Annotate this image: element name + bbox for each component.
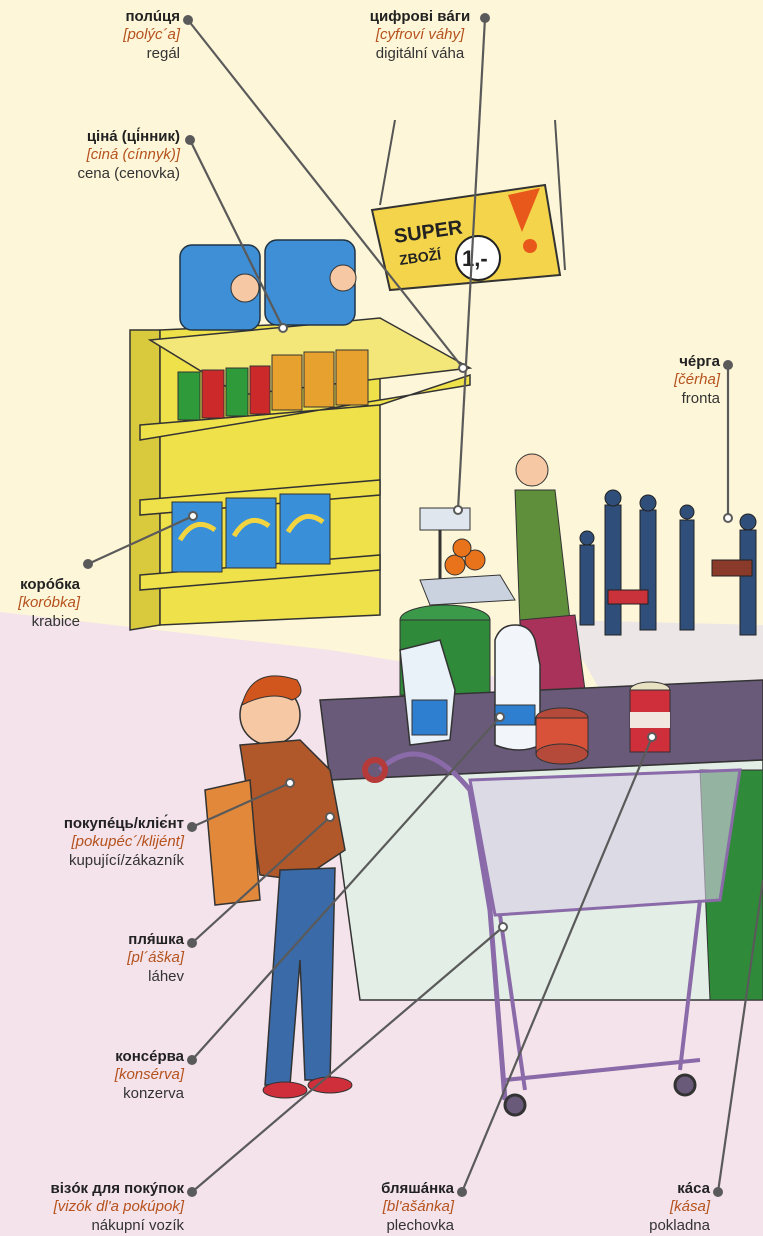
label-queue-translit: [čérha] [600,371,720,389]
food-can [536,708,588,764]
label-cart-translit: [vizók dl'a pokúpok] [0,1198,184,1216]
label-box-word: корóбка [0,576,80,594]
label-cart-cz: nákupní vozík [0,1217,184,1235]
label-tin-word: бляшáнка [330,1180,454,1198]
label-customer-word: покупéць/кліє́нт [0,815,184,833]
label-till-cz: pokladna [600,1217,710,1235]
label-bottle-translit: [pl´áška] [40,949,184,967]
label-bottle-cz: láhev [40,968,184,986]
label-scales-cz: digitální váha [335,45,505,63]
label-box-cz: krabice [0,613,80,631]
label-queue-cz: fronta [600,390,720,408]
label-scales-word: цифрові вáги [335,8,505,26]
label-customer: покупéць/кліє́нт [pokupéc´/klijént] kupu… [0,815,184,870]
label-shelf: полúця [polýc´a] regál [20,8,180,63]
label-cart: візóк для покýпок [vizók dl'a pokúpok] n… [0,1180,184,1235]
label-can-translit: [konsérva] [40,1066,184,1084]
label-queue-word: чéрга [600,353,720,371]
label-shelf-translit: [polýc´a] [20,26,180,44]
label-price-translit: [ciná (cínnyk)] [20,146,180,164]
label-shelf-cz: regál [20,45,180,63]
label-till-word: кáса [600,1180,710,1198]
label-box: корóбка [koróbka] krabice [0,576,80,631]
label-till: кáса [kása] pokladna [600,1180,710,1235]
label-till-translit: [kása] [600,1198,710,1216]
label-tin: бляшáнка [bl'ašánka] plechovka [330,1180,454,1235]
label-bottle: пля́шка [pl´áška] láhev [40,931,184,986]
label-shelf-word: полúця [20,8,180,26]
label-queue: чéрга [čérha] fronta [600,353,720,408]
label-customer-translit: [pokupéc´/klijént] [0,833,184,851]
bottle [495,625,540,750]
label-can-cz: konzerva [40,1085,184,1103]
label-customer-cz: kupující/zákazník [0,852,184,870]
label-box-translit: [koróbka] [0,594,80,612]
promo-sign-price: 1,- [462,246,488,271]
label-can-word: консéрва [40,1048,184,1066]
label-bottle-word: пля́шка [40,931,184,949]
label-tin-cz: plechovka [330,1217,454,1235]
label-tin-translit: [bl'ašánka] [330,1198,454,1216]
label-price: ціна́ (ці́нник) [ciná (cínnyk)] cena (ce… [20,128,180,183]
label-scales: цифрові вáги [cyfroví váhy] digitální vá… [335,8,505,63]
label-cart-word: візóк для покýпок [0,1180,184,1198]
label-price-cz: cena (cenovka) [20,165,180,183]
label-scales-translit: [cyfroví váhy] [335,26,505,44]
label-can: консéрва [konsérva] konzerva [40,1048,184,1103]
label-price-word: ціна́ (ці́нник) [20,128,180,146]
